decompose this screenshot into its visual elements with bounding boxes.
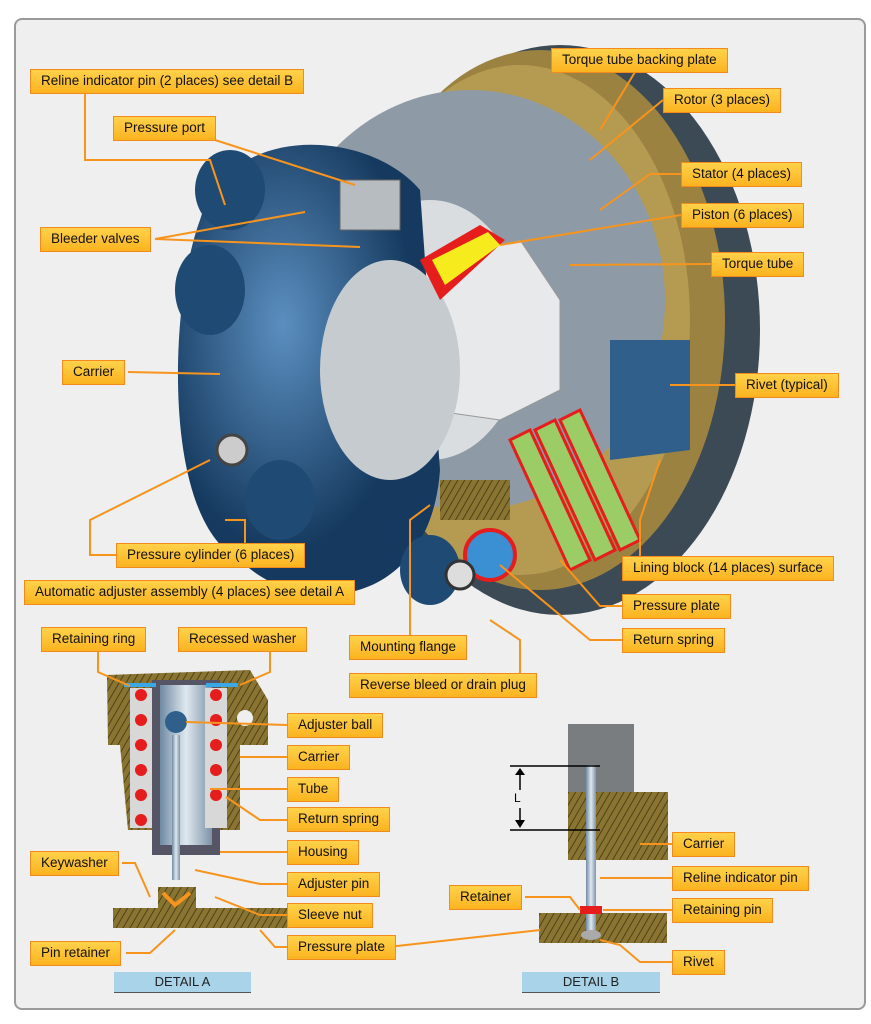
label-automatic-adjuster: Automatic adjuster assembly (4 places) s…: [24, 580, 356, 605]
label-detail-a-carrier: Carrier: [287, 745, 351, 770]
detail-a-caption: DETAIL A: [114, 972, 251, 993]
label-return-spring: Return spring: [622, 628, 726, 653]
label-rivet: Rivet (typical): [735, 373, 839, 398]
label-mounting-flange: Mounting flange: [349, 635, 468, 660]
detail-a-art: [107, 670, 303, 928]
label-retaining-ring: Retaining ring: [41, 627, 147, 652]
label-pin-retainer: Pin retainer: [30, 941, 122, 966]
label-detail-a-pressure-plate: Pressure plate: [287, 935, 397, 960]
label-rotor: Rotor (3 places): [663, 88, 782, 113]
label-pressure-plate: Pressure plate: [622, 594, 732, 619]
label-recessed-washer: Recessed washer: [178, 627, 308, 652]
piston-art: [432, 232, 500, 285]
label-pressure-port: Pressure port: [113, 116, 217, 141]
carrier: [177, 144, 441, 595]
label-pressure-cylinder: Pressure cylinder (6 places): [116, 543, 306, 568]
label-housing: Housing: [287, 840, 359, 865]
label-detail-a-return-spring: Return spring: [287, 807, 391, 832]
label-tube: Tube: [287, 777, 340, 802]
brake-assembly-art: [175, 45, 760, 615]
label-reverse-bleed: Reverse bleed or drain plug: [349, 673, 537, 698]
label-keywasher: Keywasher: [30, 851, 119, 876]
label-adjuster-pin: Adjuster pin: [287, 872, 381, 897]
length-marker: L: [514, 791, 521, 805]
detail-b-art: [510, 724, 668, 943]
label-carrier: Carrier: [62, 360, 126, 385]
label-sleeve-nut: Sleeve nut: [287, 903, 373, 928]
label-torque-tube: Torque tube: [711, 252, 805, 277]
label-piston: Piston (6 places): [681, 203, 804, 228]
label-torque-tube-backing-plate: Torque tube backing plate: [551, 48, 728, 73]
label-bleeder-valves: Bleeder valves: [40, 227, 151, 252]
lining-block-art: [610, 340, 690, 460]
leader-lines: [84, 71, 735, 963]
detail-b-caption: DETAIL B: [522, 972, 660, 993]
label-detail-b-carrier: Carrier: [672, 832, 736, 857]
label-adjuster-ball: Adjuster ball: [287, 713, 384, 738]
label-detail-b-reline-pin: Reline indicator pin: [672, 866, 809, 891]
label-retainer: Retainer: [449, 885, 523, 910]
label-retaining-pin: Retaining pin: [672, 898, 773, 923]
label-lining-block: Lining block (14 places) surface: [622, 556, 834, 581]
label-stator: Stator (4 places): [681, 162, 803, 187]
label-reline-indicator-pin: Reline indicator pin (2 places) see deta…: [30, 69, 305, 94]
label-detail-b-rivet: Rivet: [672, 950, 725, 975]
pressure-port-art: [339, 179, 401, 231]
